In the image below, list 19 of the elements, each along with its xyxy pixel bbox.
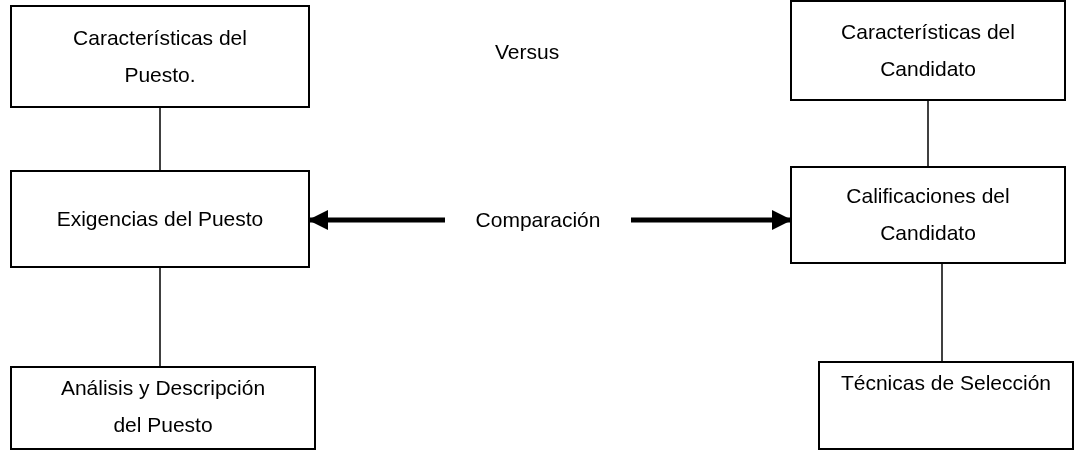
process-box [10, 170, 310, 268]
process-box [10, 366, 316, 450]
box-label: Características del Candidato [840, 18, 1016, 82]
node-label: Comparación [475, 206, 601, 233]
process-box [790, 0, 1066, 101]
process-box [10, 5, 310, 108]
box-label: Análisis y Descripción del Puesto [59, 375, 267, 438]
connector-line [159, 267, 161, 367]
box-label: Características del Puesto. [72, 24, 248, 88]
connector-line [159, 107, 161, 171]
note-text: Versus [495, 40, 560, 64]
process-box [818, 361, 1074, 450]
arrow [631, 210, 792, 230]
box-label: Técnicas de Selección [840, 370, 1052, 396]
connector-line [927, 100, 929, 167]
process-box [790, 166, 1066, 264]
box-label: Calificaciones del Candidato [845, 183, 1011, 246]
connector-line [941, 263, 943, 362]
box-label: Exigencias del Puesto [56, 205, 264, 232]
